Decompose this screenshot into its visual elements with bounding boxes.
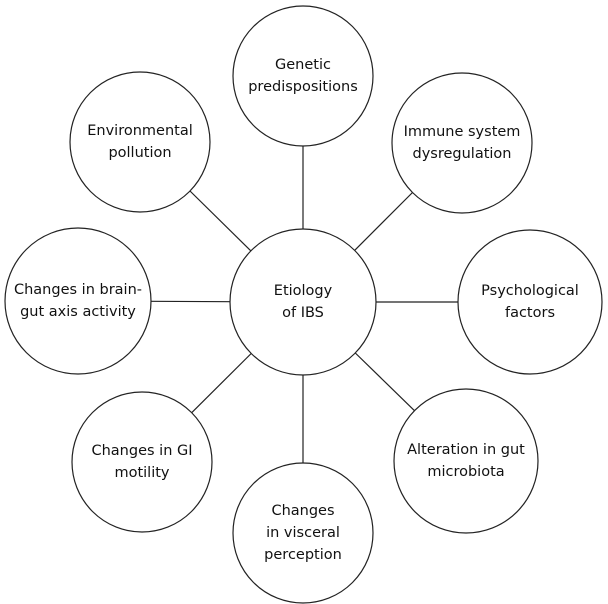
node-brain-gut-label-line-1: Changes in brain-: [14, 282, 142, 298]
node-gi-motility-label-line-1: Changes in GI: [91, 443, 192, 459]
connector-gi-motility: [191, 353, 252, 414]
node-environmental-circle: [69, 71, 211, 213]
node-brain-gut-label-line-2: gut axis activity: [20, 304, 136, 320]
node-visceral-label-line-1: Changes: [271, 503, 334, 519]
node-psychological-label-line-1: Psychological: [481, 283, 579, 299]
connector-environmental: [189, 190, 252, 252]
node-brain-gut-circle: [4, 227, 152, 375]
node-environmental-label-line-2: pollution: [108, 145, 171, 161]
center-node-etiology: Etiology of IBS: [229, 228, 377, 376]
node-gi-motility-label-line-2: motility: [114, 465, 169, 481]
node-brain-gut: Changes in brain-gut axis activity: [4, 227, 152, 375]
center-node-etiology-label-line-2: of IBS: [282, 305, 324, 321]
node-visceral-label-line-3: perception: [264, 547, 342, 563]
node-genetic-label-line-2: predispositions: [248, 79, 358, 95]
node-immune-label-line-1: Immune system: [404, 124, 521, 140]
connector-lines: [150, 146, 458, 463]
node-immune-label-line-2: dysregulation: [413, 146, 512, 162]
node-microbiota-label-line-1: Alteration in gut: [407, 442, 525, 458]
node-genetic-circle: [232, 5, 374, 147]
node-visceral-circle: [232, 462, 374, 604]
center-node-etiology-label-line-1: Etiology: [274, 283, 333, 299]
node-psychological: Psychological factors: [457, 229, 603, 375]
node-psychological-label-line-2: factors: [505, 305, 555, 321]
node-microbiota: Alteration in gut microbiota: [393, 388, 539, 534]
node-immune-circle: [391, 72, 533, 214]
connector-immune: [354, 192, 413, 251]
node-gi-motility: Changes in GI motility: [71, 391, 213, 533]
node-environmental-label-line-1: Environmental: [87, 123, 193, 139]
node-immune: Immune system dysregulation: [391, 72, 533, 214]
node-genetic-label-line-1: Genetic: [275, 57, 331, 73]
node-gi-motility-circle: [71, 391, 213, 533]
node-visceral-label-line-2: in visceral: [266, 525, 340, 541]
node-genetic: Genetic predispositions: [232, 5, 374, 147]
node-psychological-circle: [457, 229, 603, 375]
node-microbiota-label-line-2: microbiota: [427, 464, 504, 480]
connector-microbiota: [354, 352, 415, 412]
center-node-etiology-circle: [229, 228, 377, 376]
node-environmental: Environmental pollution: [69, 71, 211, 213]
node-microbiota-circle: [393, 388, 539, 534]
node-visceral: Changes in visceral perception: [232, 462, 374, 604]
